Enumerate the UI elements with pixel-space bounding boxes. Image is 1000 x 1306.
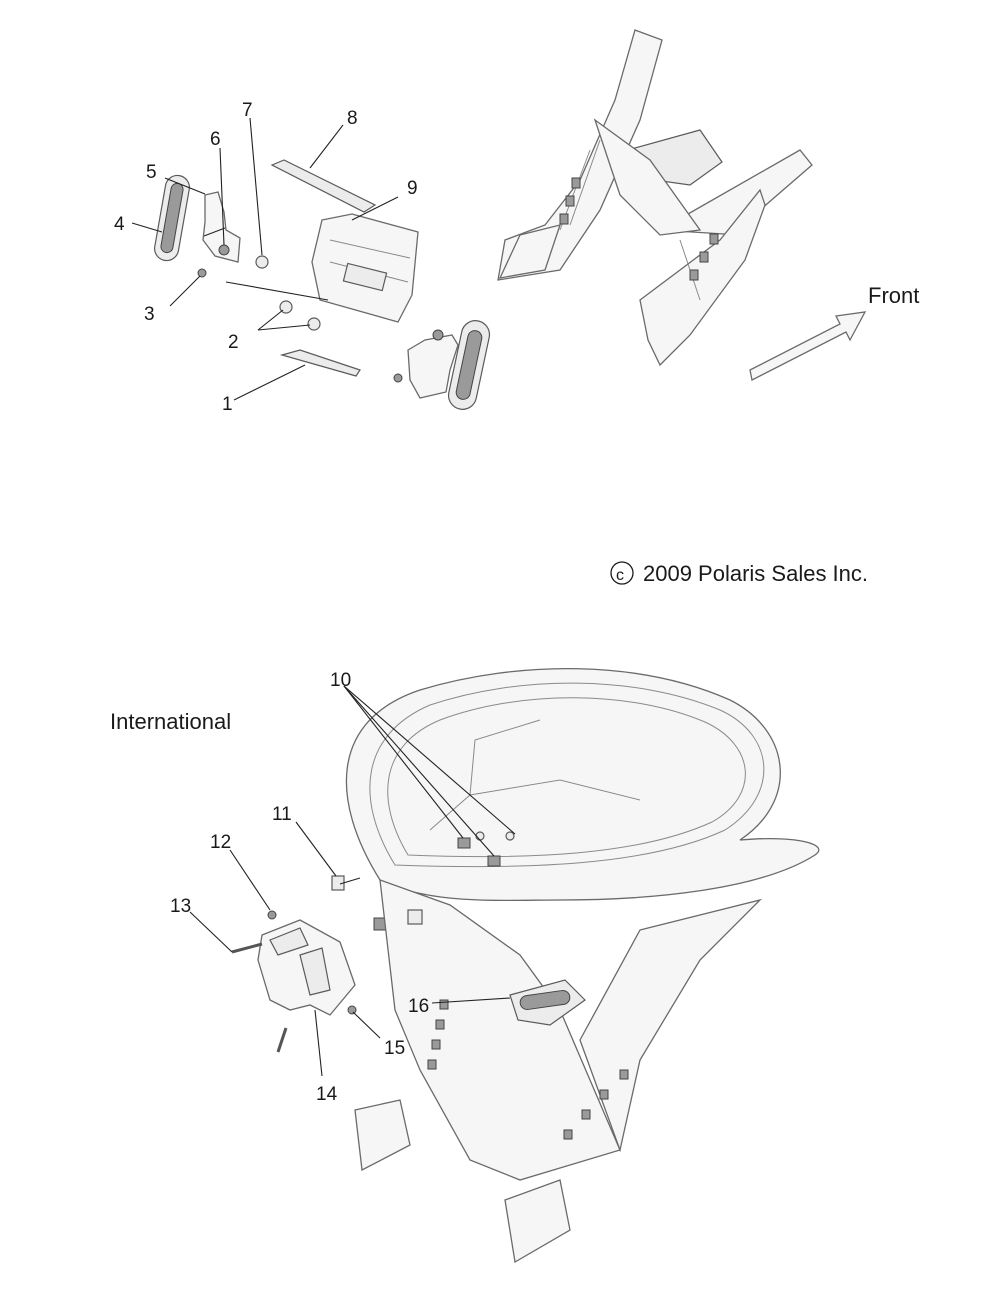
callout-3: 3	[144, 304, 155, 325]
callout-8: 8	[347, 108, 358, 129]
callout-labels: 1 2 3 4 5 6 7 8 9 10 11 12 13 14 15 16 F…	[110, 100, 919, 1105]
part-1-lower-trim	[279, 349, 361, 377]
part-8-trim-strip	[270, 159, 377, 213]
part-7-cap	[255, 255, 269, 269]
front-direction-arrow	[749, 311, 867, 381]
part-12-nut	[267, 910, 277, 920]
upper-rear-body-panel	[497, 29, 813, 367]
callout-10: 10	[330, 670, 351, 691]
part-13-bolt	[231, 942, 263, 954]
callout-14: 14	[316, 1084, 338, 1105]
copyright-text: 2009 Polaris Sales Inc.	[643, 561, 868, 586]
callout-4: 4	[114, 214, 125, 235]
leader-lines	[131, 117, 516, 1077]
callout-16: 16	[408, 996, 429, 1017]
callout-2: 2	[228, 332, 239, 353]
part-15-nut	[347, 1005, 357, 1015]
callout-12: 12	[210, 832, 231, 853]
part-5-left-bracket	[202, 191, 241, 263]
callout-7: 7	[242, 100, 253, 121]
copyright-notice: c 2009 Polaris Sales Inc.	[610, 561, 868, 586]
callout-15: 15	[384, 1038, 405, 1059]
callout-6: 6	[210, 129, 221, 150]
callout-11: 11	[272, 804, 292, 825]
copyright-symbol: c	[616, 567, 624, 584]
callout-13: 13	[170, 896, 191, 917]
upper-exploded-assembly	[154, 159, 491, 410]
callout-5: 5	[146, 162, 157, 183]
part-2-fastener-b	[307, 317, 321, 331]
front-label: Front	[868, 283, 919, 308]
lower-rear-body-assembly	[231, 668, 820, 1264]
callout-1: 1	[222, 394, 233, 415]
section-label-international: International	[110, 709, 231, 734]
part-6-nut	[218, 244, 230, 256]
callout-9: 9	[407, 178, 418, 199]
part-3-screw	[197, 268, 207, 278]
